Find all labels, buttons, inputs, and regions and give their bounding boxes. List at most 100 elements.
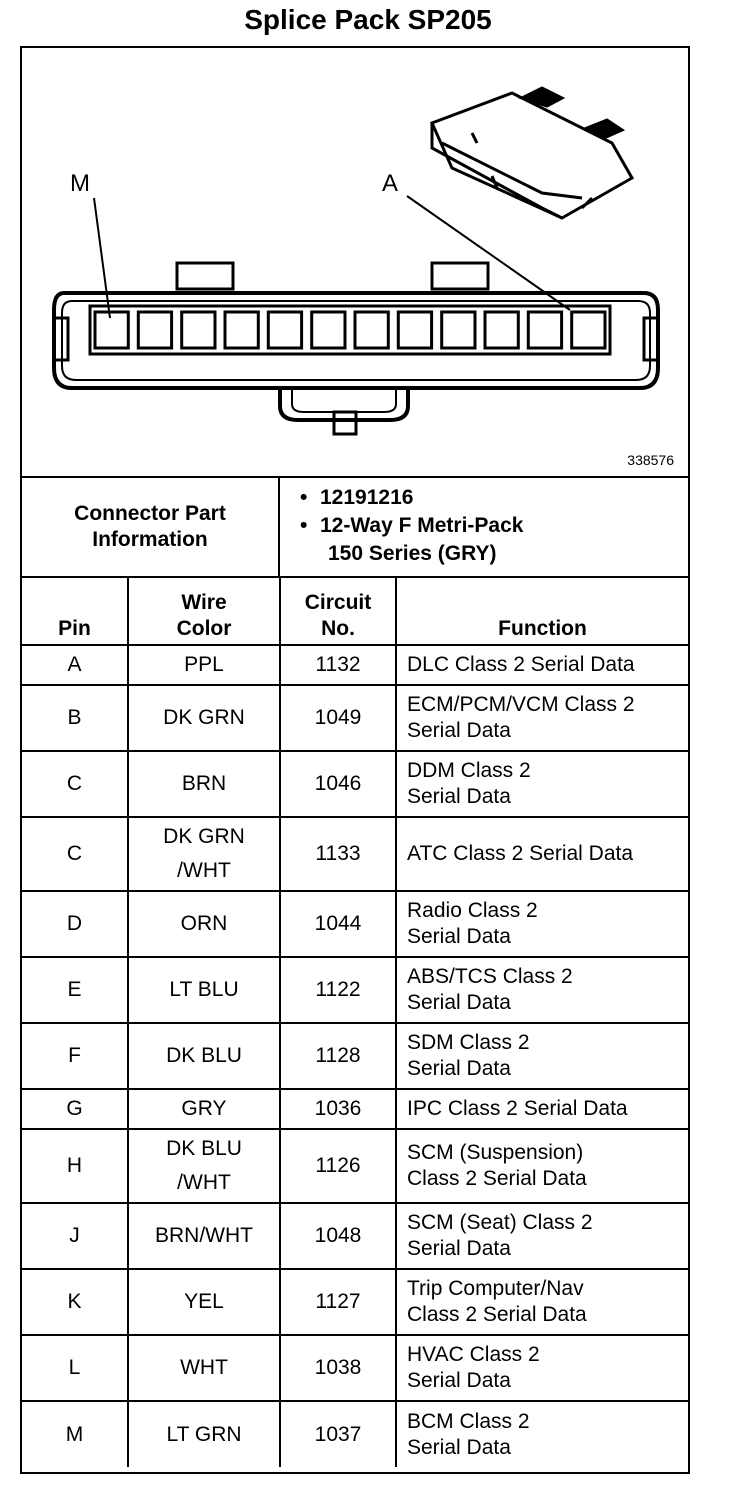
cell-wire-color-text: DK BLU (166, 1137, 242, 1160)
cell-function-text: Serial Data (407, 1369, 511, 1392)
cell-pin-text: B (67, 706, 82, 729)
cell-function: HVAC Class 2 Serial Data (395, 1334, 688, 1402)
cell-wire-color: GRY (127, 1088, 281, 1130)
cell-circuit-no-text: 1126 (315, 1154, 361, 1177)
cell-pin: C (22, 816, 129, 892)
cell-pin: C (22, 750, 129, 818)
cell-function-text: Serial Data (407, 1435, 511, 1459)
cell-pin-text: G (66, 1097, 83, 1120)
cell-pin-text: J (69, 1224, 80, 1247)
cell-wire-color: BRN (127, 750, 281, 818)
cell-function: ATC Class 2 Serial Data (395, 816, 688, 892)
cell-wire-color-text: BRN/WHT (155, 1224, 253, 1247)
cell-circuit-no: 1128 (279, 1022, 397, 1090)
cell-function: SCM (Suspension)Class 2 Serial Data (395, 1128, 688, 1204)
page-title: Splice Pack SP205 (244, 4, 492, 35)
cell-pin-text: C (66, 842, 83, 865)
cell-wire-color: YEL (127, 1268, 281, 1336)
cell-wire-color: DK BLU/WHT (127, 1128, 281, 1204)
cell-circuit-no: 1133 (279, 816, 397, 892)
connector-info-label-line2: Information (92, 528, 208, 551)
cell-circuit-no: 1049 (279, 684, 397, 752)
cell-circuit-no-text: 1036 (314, 1097, 362, 1120)
cell-pin-text: C (66, 772, 83, 795)
cell-function: Radio Class 2 Serial Data (395, 890, 688, 958)
cell-wire-color-text: /WHT (177, 1171, 231, 1194)
cell-wire-color: WHT (127, 1334, 281, 1402)
cell-function-text: HVAC Class 2 (407, 1343, 540, 1366)
connector-part-info: Connector Part Information •12191216 •12… (22, 478, 688, 578)
cell-circuit-no-text: 1122 (315, 978, 361, 1001)
cell-wire-color-text: ORN (180, 912, 228, 935)
table-row: E LT BLU 1122 ABS/TCS Class 2 Serial Data (22, 956, 688, 1024)
cell-function: DLC Class 2 Serial Data (395, 644, 688, 686)
cell-function-text: DLC Class 2 Serial Data (407, 653, 635, 676)
cavity (310, 310, 347, 350)
callout-a: A (382, 170, 399, 197)
header-pin: Pin (22, 578, 129, 646)
cell-function-text: DDM Class 2 (407, 759, 531, 782)
cell-circuit-no: 1048 (279, 1202, 397, 1270)
cell-wire-color: BRN/WHT (127, 1202, 281, 1270)
cavity (396, 310, 434, 350)
cell-wire-color-text: DK GRN (163, 825, 245, 848)
cell-circuit-no-text: 1048 (314, 1224, 362, 1247)
cell-circuit-no-text: 1037 (314, 1422, 362, 1446)
cell-wire-color: DK BLU (127, 1022, 281, 1090)
cell-circuit-no-text: 1044 (314, 912, 362, 935)
cell-wire-color-text: BRN (181, 772, 227, 795)
cell-circuit-no: 1037 (279, 1400, 397, 1467)
cell-circuit-no: 1127 (279, 1268, 397, 1336)
cell-function-text: Serial Data (407, 991, 511, 1014)
cell-function-text: Radio Class 2 (407, 899, 538, 922)
connector-info-list: •12191216 •12-Way F Metri-Pack 150 Serie… (300, 484, 523, 568)
cell-function: DDM Class 2 Serial Data (395, 750, 688, 818)
callout-m: M (70, 170, 90, 197)
cell-circuit-no: 1044 (279, 890, 397, 958)
cell-wire-color-text: LT GRN (166, 1422, 242, 1446)
cavity (440, 310, 477, 350)
cell-function-text: Serial Data (407, 785, 511, 808)
table-row: G GRY 1036 IPC Class 2 Serial Data (22, 1088, 688, 1130)
cavity (136, 310, 174, 350)
cell-circuit-no-text: 1132 (315, 653, 361, 676)
cell-function-text: Serial Data (407, 925, 511, 948)
cell-pin: G (22, 1088, 129, 1130)
cell-circuit-no: 1126 (279, 1128, 397, 1204)
cell-wire-color: DK GRN (127, 684, 281, 752)
cell-circuit-no-text: 1128 (315, 1044, 361, 1067)
cell-function-text: Class 2 Serial Data (407, 1303, 587, 1326)
connector-info-label: Connector Part Information (22, 478, 280, 576)
figure-number: 338576 (627, 452, 674, 468)
cell-pin-text: D (66, 912, 83, 935)
cell-circuit-no: 1036 (279, 1088, 397, 1130)
cell-circuit-no: 1132 (279, 644, 397, 686)
cavity-row (88, 304, 612, 356)
cavity (180, 310, 217, 350)
cell-pin-text: H (66, 1154, 83, 1177)
cell-pin: F (22, 1022, 129, 1090)
cavity (570, 310, 607, 350)
cell-function-text: Trip Computer/Nav (407, 1277, 584, 1300)
cell-wire-color-text: DK GRN (163, 706, 245, 729)
cell-function-text: ECM/PCM/VCM Class 2 (407, 693, 635, 716)
cell-function-text: ABS/TCS Class 2 (407, 965, 573, 988)
cell-function-text: IPC Class 2 Serial Data (407, 1097, 628, 1120)
cell-wire-color: LT BLU (127, 956, 281, 1024)
cell-circuit-no: 1038 (279, 1334, 397, 1402)
cell-pin: D (22, 890, 129, 958)
cell-pin-text: E (67, 978, 82, 1001)
cell-pin: L (22, 1334, 129, 1402)
header-function: Function (395, 578, 688, 646)
